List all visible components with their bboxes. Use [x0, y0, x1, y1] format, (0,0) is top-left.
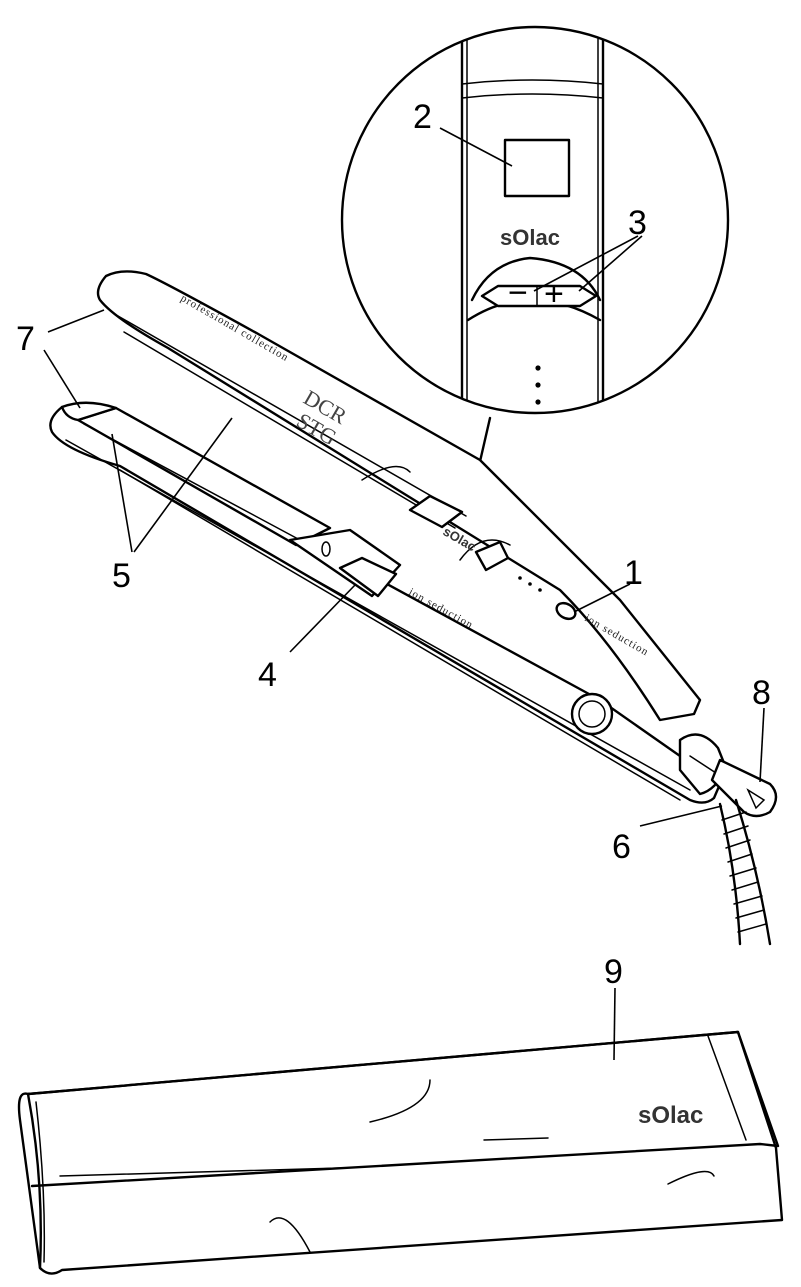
pouch-brand-logo: sOlac: [638, 1102, 703, 1129]
callout-9: 9: [604, 953, 623, 991]
storage-pouch: sOlac: [17, 1030, 784, 1275]
pouch-body: [17, 1030, 784, 1275]
temperature-buttons[interactable]: [480, 284, 598, 308]
indicator-dot: [535, 365, 541, 371]
callout-7: 7: [16, 320, 35, 358]
indicator-dot: [535, 382, 541, 388]
callout-8: 8: [752, 674, 771, 712]
detail-handle-outline: [460, 27, 605, 413]
hinge: [570, 692, 614, 736]
power-cord: [718, 798, 772, 946]
upper-arm: [96, 270, 702, 722]
indicator-dot: [535, 399, 541, 405]
detail-magnifier: sOlac − +: [340, 25, 730, 415]
minus-button-label: −: [508, 274, 528, 312]
callout-4: 4: [258, 656, 277, 694]
callout-1: 1: [624, 554, 643, 592]
hair-straightener: ion seduction professional collection DC…: [49, 270, 778, 946]
plus-button-label: +: [544, 275, 564, 313]
lower-arm: [49, 405, 722, 804]
detail-brand-logo: sOlac: [500, 225, 560, 250]
power-button[interactable]: [554, 600, 578, 622]
display-window: [503, 138, 571, 198]
callout-5: 5: [112, 557, 131, 595]
callout-labels: 1 2 3 4 5 6 7 8 9: [16, 98, 771, 991]
callout-2: 2: [413, 98, 432, 136]
callout-3: 3: [628, 204, 647, 242]
leader-lines: [43, 127, 765, 1061]
device-display: [408, 494, 464, 529]
hanging-loop: [710, 758, 778, 818]
callout-6: 6: [612, 828, 631, 866]
